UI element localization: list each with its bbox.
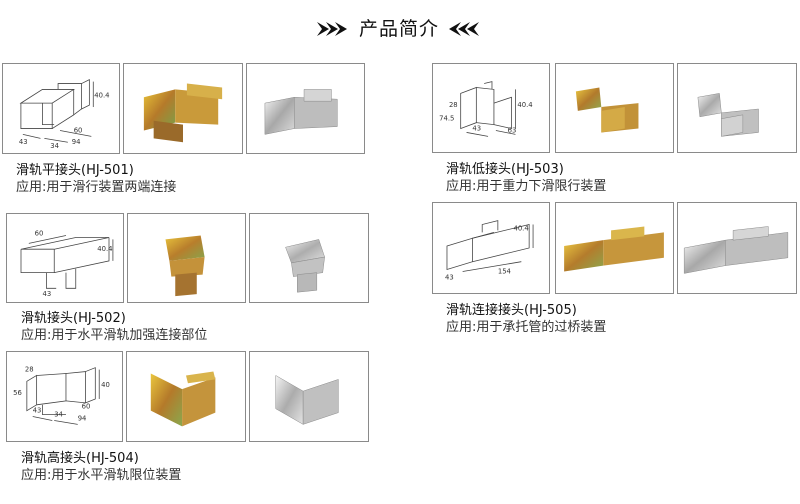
left-chevrons-icon xyxy=(317,22,347,36)
dim-label: 28 xyxy=(25,366,34,374)
dim-label: 43 xyxy=(43,290,52,298)
product-title: 滑轨高接头(HJ-504) xyxy=(21,451,139,466)
product-description: 应用:用于承托管的过桥装置 xyxy=(446,320,607,335)
product-drawing-hj505: 40.4 43 154 xyxy=(432,202,550,294)
dim-label: 43 xyxy=(472,124,481,132)
dim-label: 154 xyxy=(498,267,511,275)
product-drawing-hj501: 40.4 43 34 60 94 xyxy=(2,63,120,154)
dim-label: 60 xyxy=(82,403,91,411)
product-title: 滑轨低接头(HJ-503) xyxy=(446,162,564,177)
product-photo-silver-hj503 xyxy=(677,63,797,153)
product-photo-gold-hj502 xyxy=(127,213,246,303)
product-photo-gold-hj504 xyxy=(126,351,246,442)
dim-label: 40 xyxy=(101,381,110,389)
dim-label: 94 xyxy=(72,138,81,146)
product-description: 应用:用于重力下滑限行装置 xyxy=(446,179,607,194)
section-header: 产品简介 xyxy=(0,16,800,42)
dim-label: 40.4 xyxy=(94,91,109,99)
dim-label: 43 xyxy=(445,273,454,281)
product-photo-silver-hj501 xyxy=(246,63,365,154)
dim-label: 74.5 xyxy=(439,115,454,123)
product-title: 滑轨平接头(HJ-501) xyxy=(16,163,134,178)
dim-label: 94 xyxy=(78,414,87,422)
dim-label: 60 xyxy=(74,126,83,134)
product-drawing-hj504: 28 56 40 43 34 60 94 xyxy=(6,351,123,442)
dim-label: 34 xyxy=(54,411,63,419)
product-drawing-hj502: 60 40.4 43 xyxy=(6,213,124,303)
product-title: 滑轨接头(HJ-502) xyxy=(21,311,126,326)
product-drawing-hj503: 28 40.4 74.5 43 63 xyxy=(432,63,550,153)
section-title: 产品简介 xyxy=(358,18,439,40)
product-photo-gold-hj505 xyxy=(555,202,674,294)
dim-label: 43 xyxy=(19,138,28,146)
product-description: 应用:用于水平滑轨限位装置 xyxy=(21,468,182,483)
product-photo-silver-hj505 xyxy=(677,202,797,294)
dim-label: 60 xyxy=(35,230,44,238)
product-photo-silver-hj502 xyxy=(249,213,369,303)
dim-label: 43 xyxy=(33,407,42,415)
dim-label: 63 xyxy=(508,126,517,134)
dim-label: 28 xyxy=(449,101,458,109)
dim-label: 40.4 xyxy=(97,245,112,253)
dim-label: 40.4 xyxy=(514,224,529,232)
product-photo-gold-hj503 xyxy=(555,63,674,153)
product-photo-gold-hj501 xyxy=(123,63,243,154)
dim-label: 34 xyxy=(50,142,59,150)
product-photo-silver-hj504 xyxy=(249,351,369,442)
dim-label: 40.4 xyxy=(517,101,532,109)
dim-label: 56 xyxy=(13,389,22,397)
right-chevrons-icon xyxy=(449,22,479,36)
product-description: 应用:用于滑行装置两端连接 xyxy=(16,180,177,195)
product-title: 滑轨连接接头(HJ-505) xyxy=(446,303,577,318)
product-description: 应用:用于水平滑轨加强连接部位 xyxy=(21,328,208,343)
